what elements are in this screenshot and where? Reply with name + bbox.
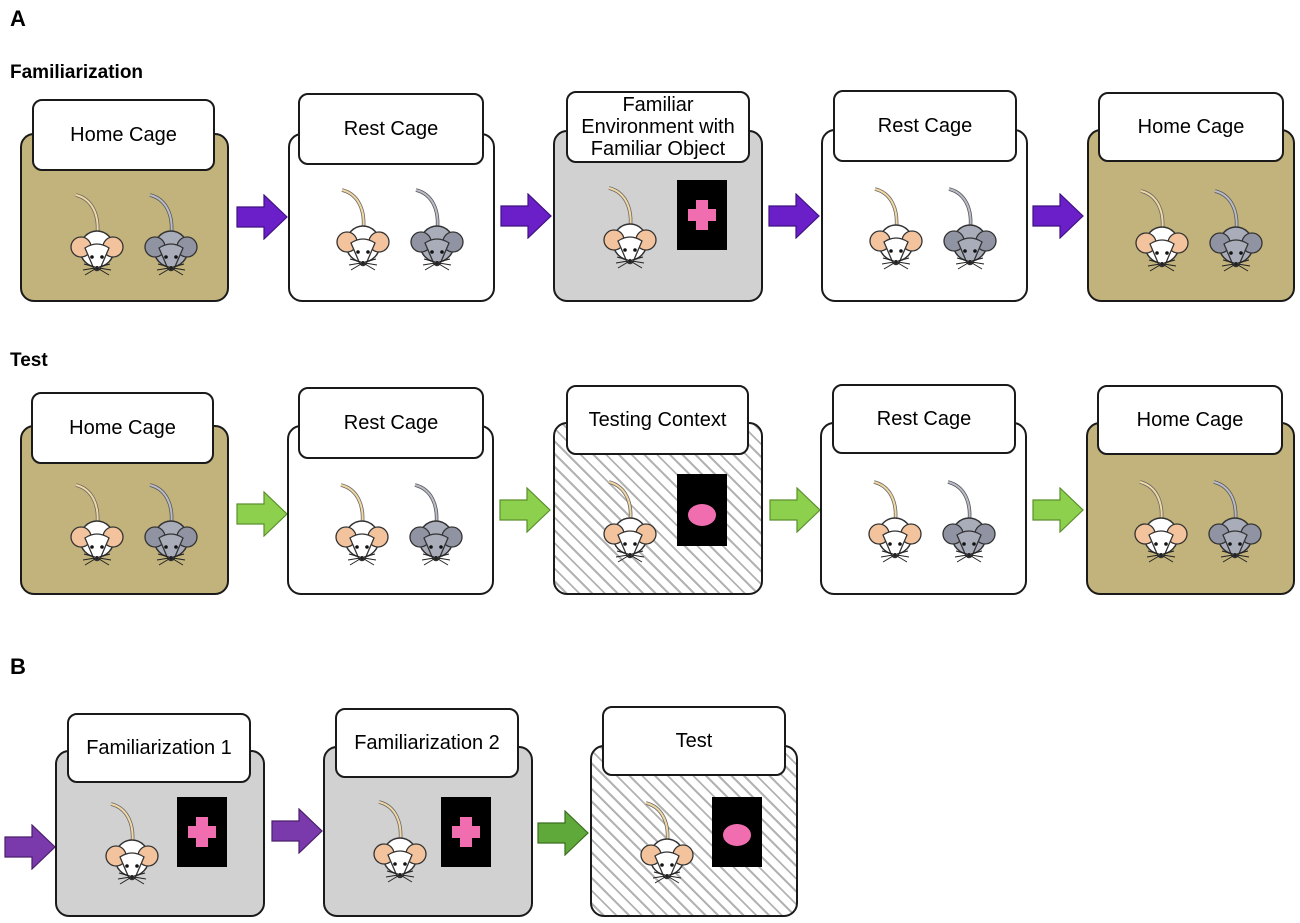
- stage-label: Home Cage: [1098, 92, 1284, 162]
- right-arrow-icon: [537, 810, 589, 856]
- stage-label: Rest Cage: [832, 384, 1016, 454]
- gray-mouse-icon: [140, 185, 202, 285]
- stage-label-text: Familiar Environment with Familiar Objec…: [581, 94, 735, 160]
- panel-letter-b: B: [10, 654, 26, 679]
- stage-label: Test: [602, 706, 786, 776]
- white-mouse-icon: [369, 792, 431, 892]
- gray-mouse-icon: [140, 475, 202, 575]
- white-mouse-icon: [864, 472, 926, 572]
- novel-object: [677, 474, 727, 546]
- gray-mouse-icon: [405, 475, 467, 575]
- right-arrow-icon: [499, 487, 551, 533]
- right-arrow-icon: [4, 824, 56, 870]
- gray-mouse-icon: [406, 180, 468, 280]
- familiar-object: [441, 797, 491, 867]
- pink-cross-object-icon: [452, 817, 480, 847]
- stage-label: Rest Cage: [298, 387, 484, 459]
- white-mouse-icon: [66, 185, 128, 285]
- stage-label: Familiarization 1: [67, 713, 251, 783]
- right-arrow-icon: [271, 808, 323, 854]
- right-arrow-icon: [1032, 193, 1084, 239]
- white-mouse-icon: [865, 179, 927, 279]
- right-arrow-icon: [236, 491, 288, 537]
- white-mouse-icon: [1130, 472, 1192, 572]
- stage-label: Rest Cage: [833, 90, 1017, 162]
- pink-cross-object-icon: [688, 200, 716, 230]
- familiar-object: [177, 797, 227, 867]
- white-mouse-icon: [599, 178, 661, 278]
- right-arrow-icon: [1032, 487, 1084, 533]
- stage-label: Rest Cage: [298, 93, 484, 165]
- white-mouse-icon: [1131, 181, 1193, 281]
- right-arrow-icon: [769, 487, 821, 533]
- familiar-object: [677, 180, 727, 250]
- white-mouse-icon: [636, 793, 698, 893]
- gray-mouse-icon: [939, 179, 1001, 279]
- right-arrow-icon: [768, 193, 820, 239]
- stage-label: Familiarization 2: [335, 708, 519, 778]
- stage-label: Testing Context: [566, 385, 749, 455]
- right-arrow-icon: [500, 193, 552, 239]
- right-arrow-icon: [236, 194, 288, 240]
- familiarization-heading: Familiarization: [10, 62, 144, 83]
- white-mouse-icon: [66, 475, 128, 575]
- white-mouse-icon: [101, 794, 163, 894]
- gray-mouse-icon: [938, 472, 1000, 572]
- white-mouse-icon: [332, 180, 394, 280]
- pink-oval-object-icon: [688, 504, 716, 526]
- white-mouse-icon: [599, 472, 661, 572]
- stage-label: Home Cage: [1097, 385, 1283, 455]
- test-heading: Test: [10, 350, 48, 371]
- gray-mouse-icon: [1205, 181, 1267, 281]
- panel-letter-a: A: [10, 6, 26, 31]
- stage-label: Home Cage: [31, 392, 214, 464]
- novel-object: [712, 797, 762, 867]
- pink-cross-object-icon: [188, 817, 216, 847]
- pink-oval-object-icon: [723, 824, 751, 846]
- stage-label: Familiar Environment with Familiar Objec…: [566, 91, 750, 163]
- stage-label: Home Cage: [32, 99, 215, 171]
- gray-mouse-icon: [1204, 472, 1266, 572]
- white-mouse-icon: [331, 475, 393, 575]
